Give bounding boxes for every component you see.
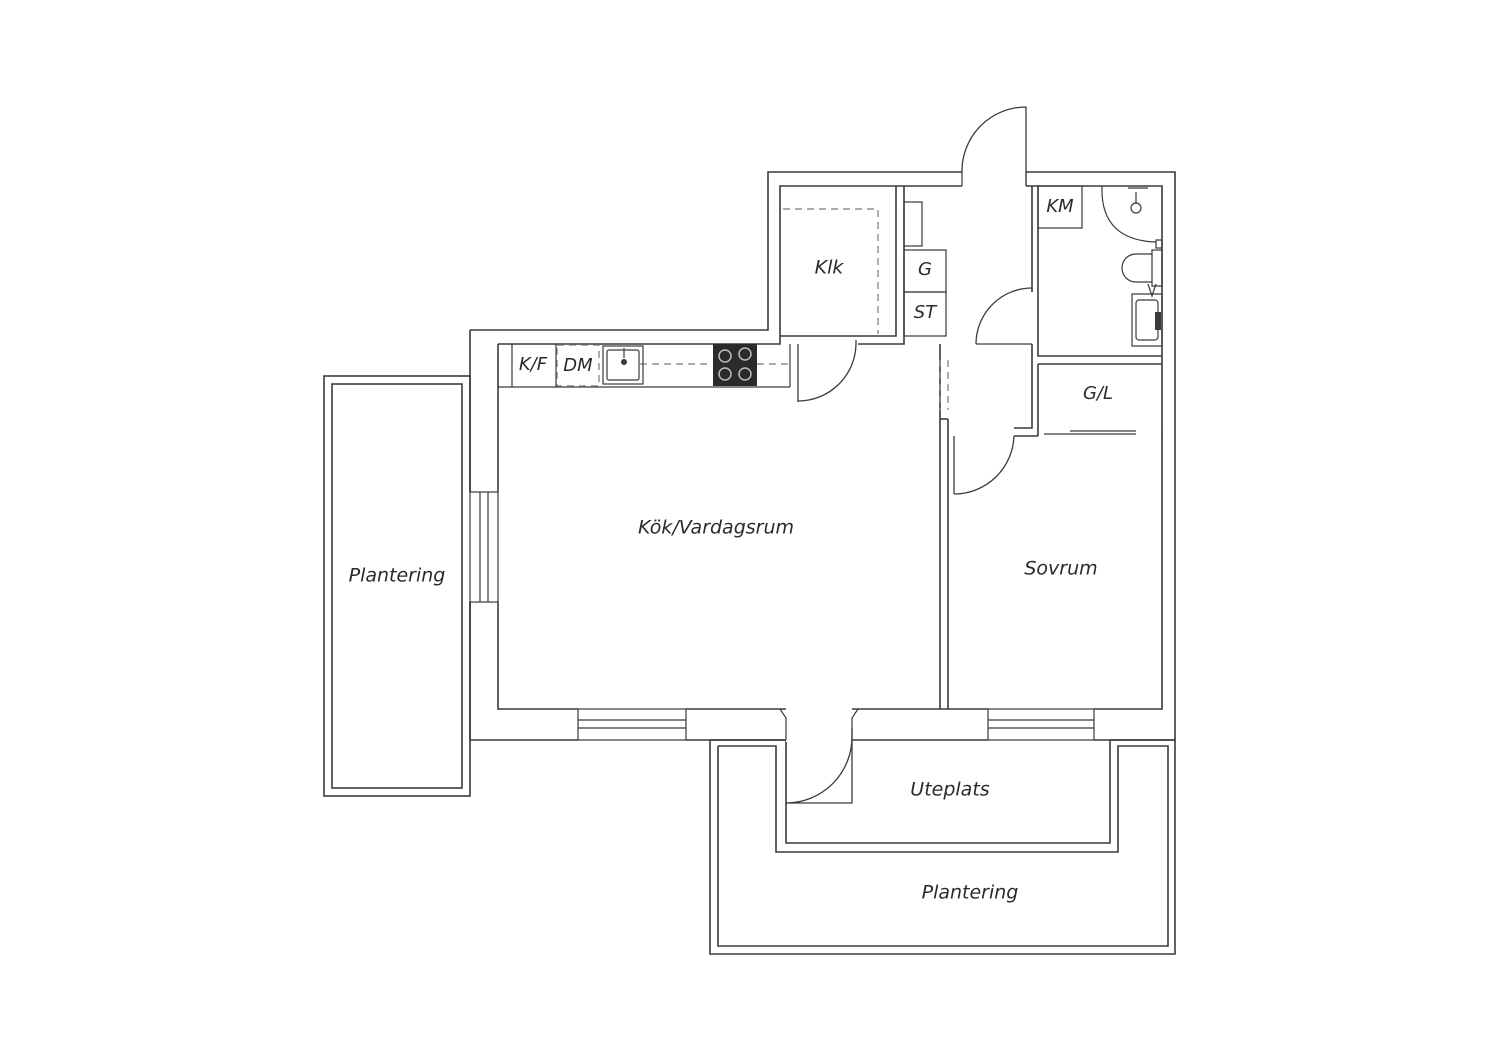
room-label-plantering-bottom: Plantering — [922, 882, 1019, 904]
washing-machine-box — [1037, 185, 1083, 229]
window-bottom-bedroom — [987, 707, 1095, 742]
kitchen-counter — [498, 344, 791, 388]
room-label-uteplats: Uteplats — [910, 779, 989, 801]
fixture-label-g: G — [918, 259, 932, 280]
sink-icon — [602, 345, 644, 385]
hall-storage — [903, 201, 947, 337]
bedroom-door[interactable] — [953, 435, 1015, 495]
stove-icon — [713, 344, 757, 386]
entrance-door[interactable] — [961, 106, 1027, 186]
fixture-label-dm: DM — [563, 355, 593, 376]
fixture-label-st: ST — [914, 302, 938, 323]
interior-walls — [780, 186, 1162, 709]
room-label-sovrum: Sovrum — [1024, 558, 1097, 580]
toilet-icon — [1121, 249, 1163, 287]
room-label-plantering-left: Plantering — [349, 565, 446, 587]
planter-bottom — [709, 739, 1176, 955]
room-label-kok-vardagsrum: Kök/Vardagsrum — [638, 517, 794, 539]
bathroom-door[interactable] — [975, 287, 1033, 345]
washbasin-icon — [1131, 283, 1163, 347]
fixture-label-gl: G/L — [1083, 383, 1113, 404]
outer-walls — [469, 171, 1176, 741]
patio-door[interactable] — [785, 728, 853, 804]
fixture-label-km: KM — [1046, 196, 1074, 217]
room-label-klk: Klk — [815, 257, 845, 279]
fixture-label-kf: K/F — [519, 354, 548, 375]
klk-door[interactable] — [797, 340, 857, 402]
shower-icon — [1101, 185, 1163, 249]
patio-opening — [786, 706, 852, 742]
wardrobe-gl — [1044, 428, 1163, 440]
entrance-opening — [962, 166, 1026, 190]
window-bottom-kitchen — [577, 707, 687, 742]
window-left — [468, 491, 500, 603]
